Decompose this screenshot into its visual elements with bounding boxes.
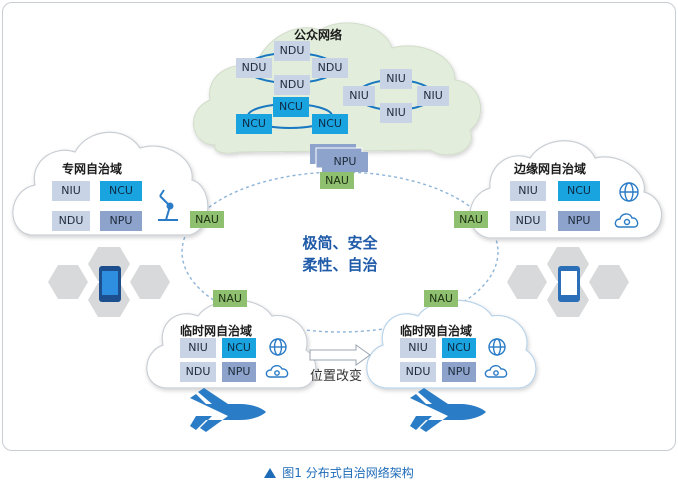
- globe-icon-edge: [619, 182, 639, 202]
- public-ndu-top[interactable]: NDU: [274, 41, 310, 61]
- airplane-icon-left: [190, 388, 266, 432]
- cloud-gear-icon-temp-right: [484, 365, 508, 378]
- public-niu-bottom[interactable]: NIU: [380, 103, 412, 123]
- private-ncu[interactable]: NCU: [100, 181, 142, 201]
- airplane-icon-right: [410, 388, 486, 432]
- center-slogan-line2: 柔性、自治: [302, 256, 378, 274]
- figure-caption: 图1 分布式自治网络架构: [0, 464, 678, 481]
- public-ndu-bottom[interactable]: NDU: [274, 75, 310, 95]
- temp-right-ndu[interactable]: NDU: [400, 362, 436, 382]
- temp-right-ncu[interactable]: NCU: [442, 338, 476, 358]
- robot-arm-icon: [158, 189, 178, 221]
- public-npu-stack[interactable]: NPU: [322, 152, 368, 172]
- private-niu[interactable]: NIU: [52, 181, 90, 201]
- edge-niu[interactable]: NIU: [510, 181, 546, 201]
- public-niu-left[interactable]: NIU: [343, 86, 375, 106]
- core-ring: [181, 171, 499, 333]
- temp-left-ncu[interactable]: NCU: [222, 338, 256, 358]
- edge-npu[interactable]: NPU: [558, 211, 600, 231]
- public-niu-right[interactable]: NIU: [417, 86, 449, 106]
- public-ndu-left[interactable]: NDU: [236, 58, 272, 78]
- globe-icon-temp-right: [488, 338, 506, 356]
- globe-icon-temp-left: [269, 338, 287, 356]
- move-arrow: [309, 344, 371, 366]
- nau-bottom-left[interactable]: NAU: [213, 290, 247, 307]
- cloud-gear-icon-edge: [614, 213, 639, 228]
- public-ncu-top[interactable]: NCU: [273, 97, 309, 117]
- phone-icon-right: [558, 266, 580, 302]
- edge-ncu[interactable]: NCU: [558, 181, 600, 201]
- public-ndu-right[interactable]: NDU: [312, 58, 348, 78]
- edge-domain-title: 边缘网自治域: [514, 162, 587, 176]
- temp-left-npu[interactable]: NPU: [222, 362, 256, 382]
- private-ndu[interactable]: NDU: [52, 211, 90, 231]
- figure-caption-text: 图1 分布式自治网络架构: [282, 466, 414, 480]
- temp-domain-right-title: 临时网自治域: [400, 324, 473, 338]
- nau-left[interactable]: NAU: [190, 211, 224, 228]
- public-ncu-left[interactable]: NCU: [236, 114, 272, 134]
- nau-top[interactable]: NAU: [320, 172, 354, 189]
- private-domain-title: 专网自治域: [62, 162, 123, 176]
- private-npu[interactable]: NPU: [100, 211, 142, 231]
- cloud-gear-icon-temp-left: [265, 365, 289, 378]
- caption-triangle-icon: [264, 468, 277, 478]
- public-ncu-right[interactable]: NCU: [312, 114, 348, 134]
- temp-left-ndu[interactable]: NDU: [180, 362, 216, 382]
- edge-ndu[interactable]: NDU: [510, 211, 546, 231]
- nau-right[interactable]: NAU: [454, 211, 488, 228]
- temp-domain-left-title: 临时网自治域: [180, 324, 253, 338]
- public-niu-top[interactable]: NIU: [380, 69, 412, 89]
- temp-right-niu[interactable]: NIU: [400, 338, 436, 358]
- temp-right-npu[interactable]: NPU: [442, 362, 476, 382]
- center-slogan: 极简、安全 柔性、自治: [282, 232, 398, 276]
- phone-icon-left: [99, 266, 121, 302]
- public-network-title: 公众网络: [294, 28, 343, 42]
- position-change-label: 位置改变: [310, 369, 363, 384]
- nau-bottom-right[interactable]: NAU: [424, 290, 458, 307]
- temp-left-niu[interactable]: NIU: [180, 338, 216, 358]
- center-slogan-line1: 极简、安全: [302, 234, 378, 252]
